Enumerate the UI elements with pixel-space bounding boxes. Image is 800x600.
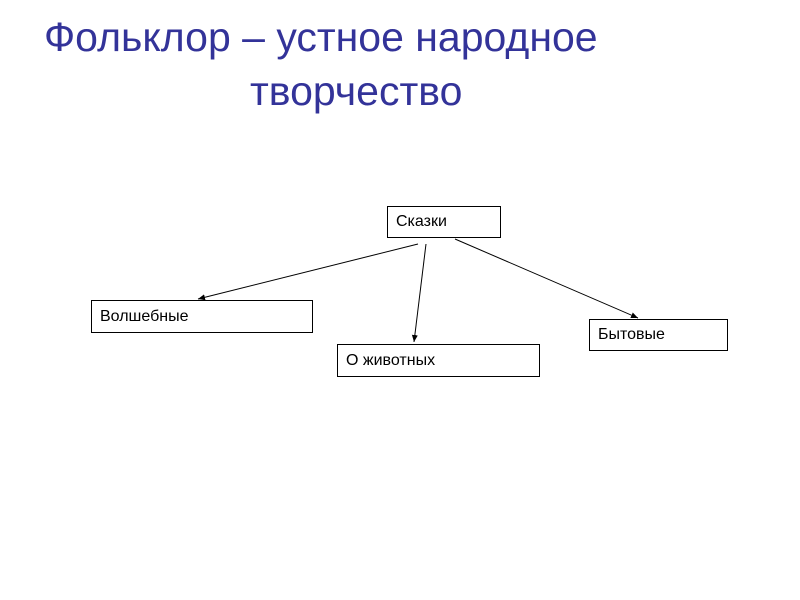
- node-skazki-label: Сказки: [396, 213, 447, 230]
- slide-title: Фольклор – устное народное творчество: [0, 10, 800, 118]
- slide-title-line-2: творчество: [250, 68, 463, 114]
- node-skazki: Сказки: [387, 206, 501, 238]
- node-volshebnye: Волшебные: [91, 300, 313, 333]
- node-o-zhivotnykh: О животных: [337, 344, 540, 377]
- node-volshebnye-label: Волшебные: [100, 307, 189, 325]
- arrow-root-to-animal: [411, 243, 427, 343]
- slide-title-line-1: Фольклор – устное народное: [44, 14, 598, 60]
- arrow-root-to-magic: [197, 243, 419, 301]
- node-bytovye: Бытовые: [589, 319, 728, 351]
- arrow-root-to-daily: [454, 238, 639, 319]
- node-bytovye-label: Бытовые: [598, 326, 665, 343]
- node-o-zhivotnykh-label: О животных: [346, 351, 436, 369]
